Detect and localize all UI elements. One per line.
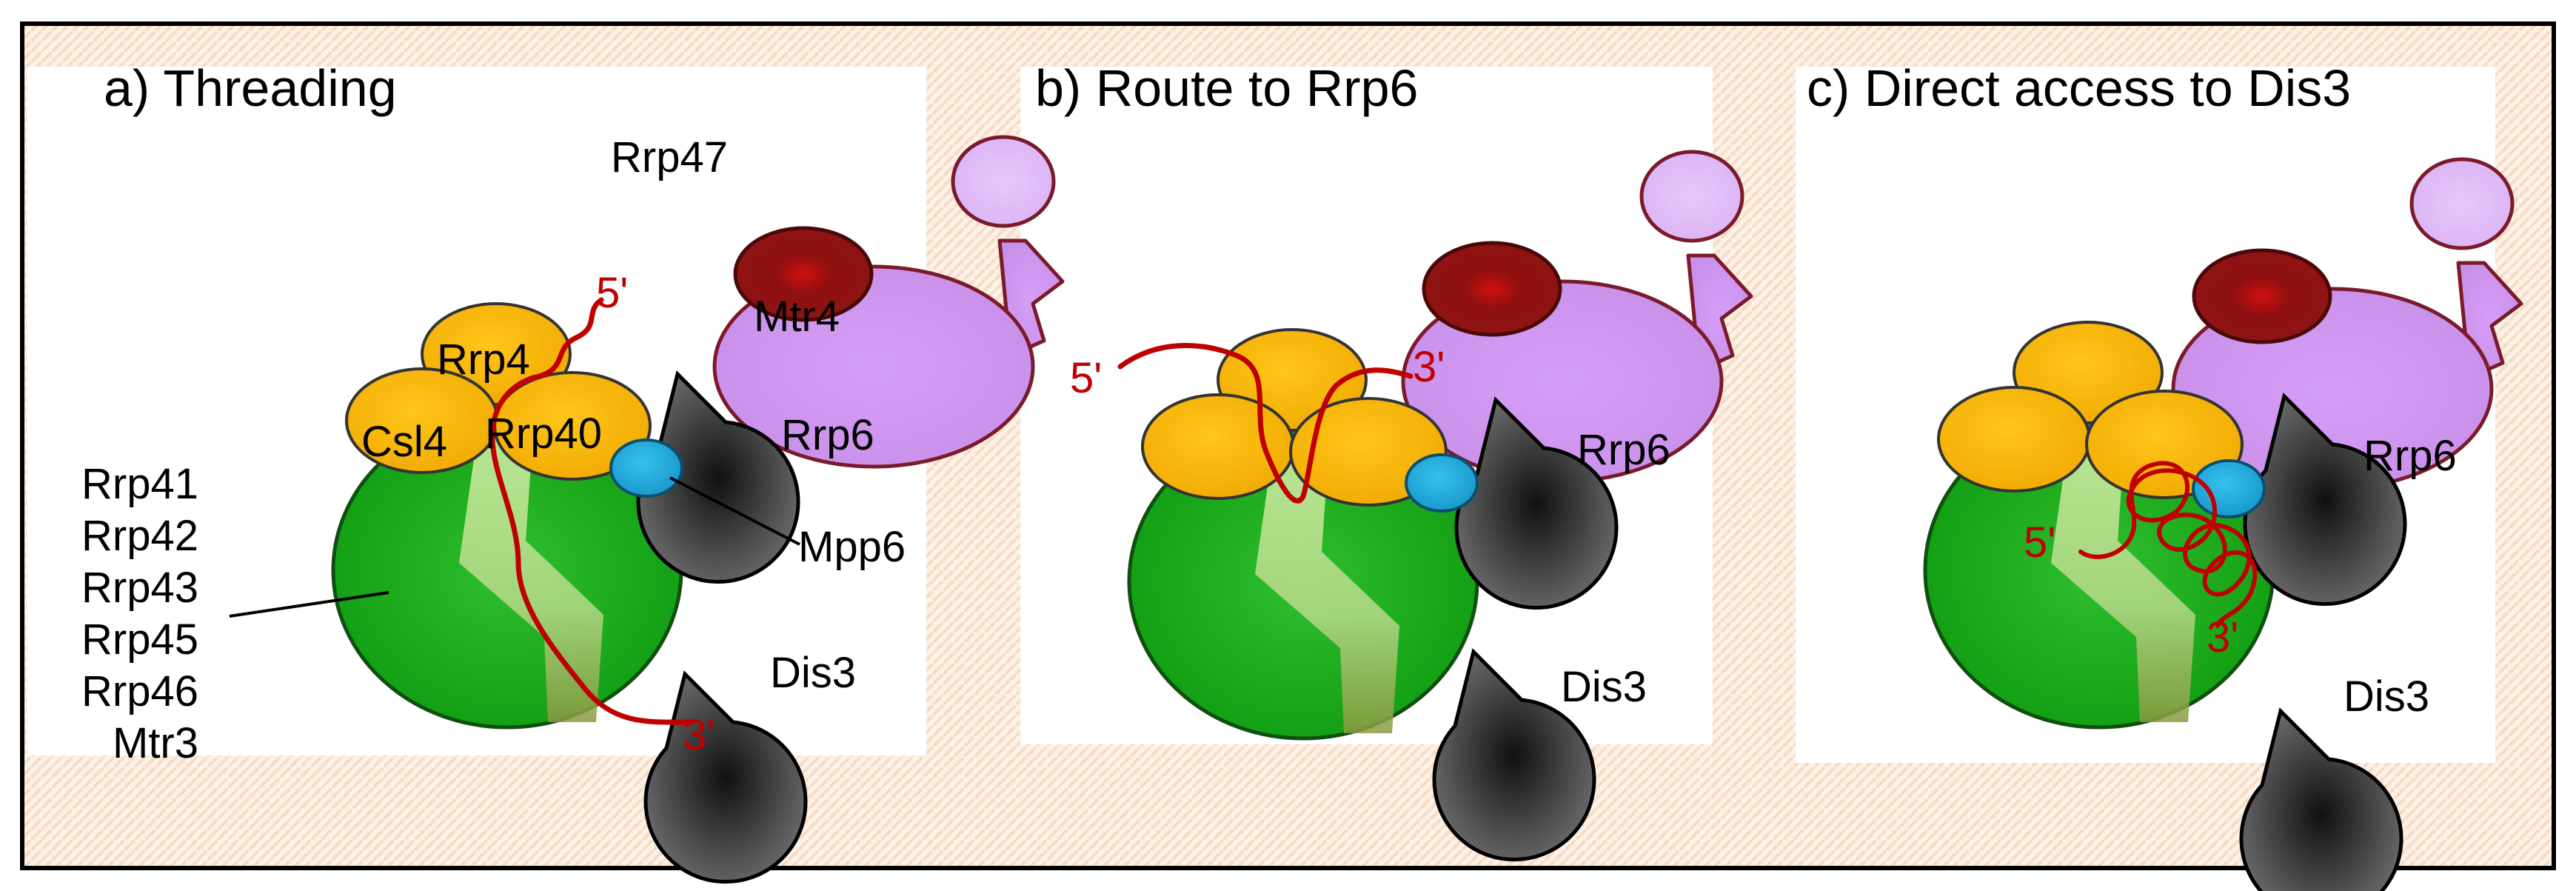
dis3-label: Dis3 — [770, 649, 856, 697]
rna-3prime-label: 3' — [1413, 343, 1445, 391]
mpp6-subunit — [2192, 459, 2266, 518]
core-subunit-label: Mtr3 — [113, 719, 198, 767]
rna-5prime-label: 5' — [2024, 518, 2055, 567]
core-subunit-list: Rrp41 Rrp42 Rrp43 Rrp45 Rrp46 Mtr3 — [81, 460, 198, 767]
rna-strand — [1117, 342, 1414, 504]
panel-a-threading: a) Threading Csl4 Rrp4 Rrp40 Rrp47 Mtr4 … — [81, 59, 1063, 882]
panel-b-route-to-rrp6: b) Route to Rrp6 5' 3' Rrp6 Dis3 — [1035, 59, 1751, 860]
rna-3prime-label: 3' — [2207, 613, 2238, 661]
dis3-label: Dis3 — [1561, 663, 1647, 711]
panel-c-direct-access-to-dis3: c) Direct access to Dis3 5' 3' Rrp6 Dis3 — [1807, 59, 2521, 891]
mpp6-label: Mpp6 — [798, 523, 906, 571]
core-subunit-label: Rrp41 — [81, 460, 198, 508]
rrp40-label: Rrp40 — [485, 410, 602, 458]
rrp6-label: Rrp6 — [781, 411, 874, 459]
mpp6-subunit — [609, 438, 683, 498]
rna-strand — [2078, 461, 2258, 628]
mtr4-label: Mtr4 — [754, 293, 840, 341]
core-subunit-label: Rrp45 — [81, 615, 198, 664]
rna-5prime-label: 5' — [596, 269, 628, 317]
rna-3prime-label: 3' — [683, 711, 715, 759]
panel-a-title: a) Threading — [104, 59, 397, 117]
mpp6-pointer-line — [669, 476, 800, 546]
dis3-label: Dis3 — [2344, 673, 2429, 721]
core-subunit-label: Rrp43 — [81, 564, 198, 612]
core-subunit-label: Rrp46 — [81, 667, 198, 715]
rrp6-label: Rrp6 — [2363, 432, 2457, 480]
mpp6-subunit — [1405, 453, 1479, 513]
core-pointer-line — [229, 591, 389, 618]
rna-5prime-label: 5' — [1070, 354, 1102, 402]
panel-c-title: c) Direct access to Dis3 — [1807, 59, 2351, 117]
rrp4-label: Rrp4 — [437, 336, 530, 384]
rrp47-label: Rrp47 — [611, 133, 728, 181]
panel-b-title: b) Route to Rrp6 — [1035, 59, 1418, 117]
rna-strand — [489, 297, 695, 725]
rrp6-label: Rrp6 — [1577, 426, 1670, 474]
core-subunit-label: Rrp42 — [81, 512, 198, 560]
csl4-label: Csl4 — [361, 418, 447, 466]
